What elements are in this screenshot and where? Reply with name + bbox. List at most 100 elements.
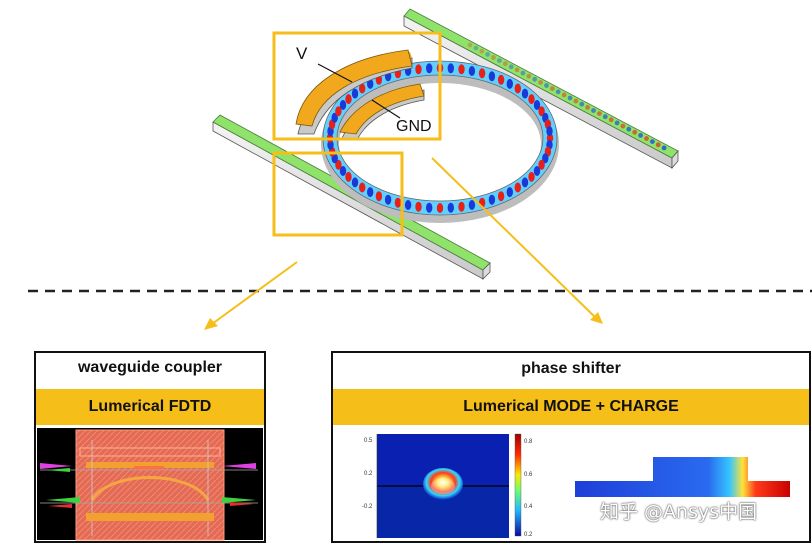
bus-field-spot bbox=[632, 129, 638, 135]
ring-field-spot bbox=[359, 83, 366, 94]
phase-shifter-highlight-box bbox=[272, 31, 442, 141]
panel-band: Lumerical FDTD bbox=[36, 389, 264, 425]
ring-field-spot bbox=[528, 171, 535, 182]
waveguide-coupler-panel: waveguide coupler Lumerical FDTD bbox=[34, 351, 266, 543]
bus-field-spot bbox=[555, 89, 561, 95]
bus-field-spot bbox=[532, 76, 538, 82]
ring-field-spot bbox=[478, 68, 486, 79]
bus-field-spot bbox=[573, 98, 579, 104]
colorbar-tick: 0.4 bbox=[524, 504, 533, 510]
bus-field-spot bbox=[597, 111, 602, 116]
ring-field-spot bbox=[359, 182, 366, 193]
ring-field-spot bbox=[426, 202, 433, 213]
electrode-v bbox=[295, 49, 413, 135]
panel-title: waveguide coupler bbox=[77, 359, 223, 376]
ground-label: GND bbox=[396, 118, 432, 135]
ring-field-spot bbox=[497, 74, 505, 85]
bus-field-spot bbox=[485, 52, 490, 57]
bus-field-spot bbox=[579, 101, 585, 107]
ring-field-spot bbox=[506, 187, 513, 198]
ring-field-spot bbox=[426, 63, 433, 74]
v-leader-line bbox=[317, 63, 353, 83]
bus-field-spot bbox=[602, 114, 608, 120]
ring-field-spot bbox=[538, 106, 545, 117]
bus-field-spot bbox=[508, 64, 514, 70]
mode-profile-plot bbox=[376, 434, 509, 538]
ring-field-spot bbox=[367, 187, 374, 198]
ring-field-spot bbox=[447, 63, 454, 74]
ring-field-spot bbox=[331, 112, 338, 123]
bus-field-spot bbox=[520, 70, 526, 76]
bus-field-spot bbox=[561, 92, 567, 98]
bus-field-spot bbox=[644, 136, 649, 141]
bus-field-spot bbox=[479, 48, 485, 54]
ring-field-spot bbox=[514, 83, 521, 94]
ring-field-spot bbox=[345, 171, 352, 182]
colorbar-tick: 0.8 bbox=[524, 439, 533, 445]
ring-field-spot bbox=[351, 177, 359, 188]
y-tick: -0.2 bbox=[362, 504, 373, 510]
ring-field-spot bbox=[339, 166, 347, 176]
ring-field-spot bbox=[367, 78, 374, 89]
ring-field-spot bbox=[546, 126, 553, 137]
colorbar bbox=[514, 433, 522, 537]
ring-field-spot bbox=[521, 88, 529, 99]
ring-field-spot bbox=[497, 191, 505, 202]
bus-waveguide-right bbox=[403, 8, 679, 170]
voltage-label: V bbox=[296, 44, 308, 63]
ring-field-spot bbox=[384, 194, 392, 205]
ring-field-spot bbox=[415, 201, 422, 212]
ring-field-spot bbox=[335, 159, 342, 170]
bus-field-spot bbox=[467, 42, 473, 48]
colorbar-tick: 0.2 bbox=[524, 532, 533, 538]
bus-field-spot bbox=[473, 45, 479, 51]
phase-shifter-panel: phase shifter Lumerical MODE + CHARGE bbox=[331, 351, 811, 543]
bus-field-spot bbox=[550, 86, 555, 91]
ring-field-spot bbox=[542, 153, 549, 164]
ring-field-spot bbox=[468, 66, 476, 76]
bus-field-spot bbox=[567, 95, 573, 101]
bus-field-spot bbox=[491, 55, 496, 60]
bus-field-spot bbox=[538, 80, 543, 85]
colorbar-tick: 0.6 bbox=[524, 472, 533, 478]
bus-field-spot bbox=[650, 139, 655, 145]
bus-field-spot bbox=[544, 83, 549, 88]
watermark: 知乎 @Ansys中国 bbox=[600, 501, 758, 523]
coupler-highlight-box bbox=[272, 151, 404, 237]
ring-field-spot bbox=[514, 182, 521, 193]
bus-field-spot bbox=[608, 117, 614, 123]
ring-field-spot bbox=[458, 201, 465, 212]
bus-field-spot bbox=[502, 61, 508, 67]
ring-field-spot bbox=[335, 106, 342, 117]
ring-field-spot bbox=[436, 203, 444, 213]
bus-field-spot bbox=[620, 123, 626, 129]
ring-field-spot bbox=[506, 78, 513, 89]
ring-field-spot bbox=[375, 191, 383, 202]
ring-field-spot bbox=[528, 94, 535, 105]
arrow-right-down-icon bbox=[431, 157, 603, 324]
fdtd-simulation-image bbox=[37, 428, 263, 541]
ring-field-spot bbox=[488, 71, 496, 82]
ring-field-spot bbox=[394, 197, 402, 208]
ring-field-spot bbox=[533, 100, 541, 110]
panel-band: Lumerical MODE + CHARGE bbox=[333, 389, 809, 425]
ring-field-spot bbox=[538, 159, 545, 170]
y-tick: 0.5 bbox=[364, 438, 373, 444]
bus-field-spot bbox=[614, 120, 620, 126]
ring-field-spot bbox=[351, 88, 359, 99]
ring-field-spot bbox=[488, 194, 496, 205]
ring-field-spot bbox=[468, 200, 476, 210]
bus-field-spot bbox=[638, 133, 643, 138]
panel-title: phase shifter bbox=[521, 360, 621, 377]
bus-field-spot bbox=[514, 67, 520, 73]
ring-field-spot bbox=[339, 100, 347, 110]
bus-field-spot bbox=[661, 145, 667, 151]
bus-field-spot bbox=[497, 58, 502, 63]
bus-field-spot bbox=[591, 108, 596, 113]
bus-field-spot bbox=[585, 105, 590, 110]
bus-field-spot bbox=[655, 142, 661, 148]
ring-field-spot bbox=[447, 202, 454, 213]
ring-field-spot bbox=[345, 94, 352, 105]
arrow-left-down-icon bbox=[204, 261, 298, 330]
